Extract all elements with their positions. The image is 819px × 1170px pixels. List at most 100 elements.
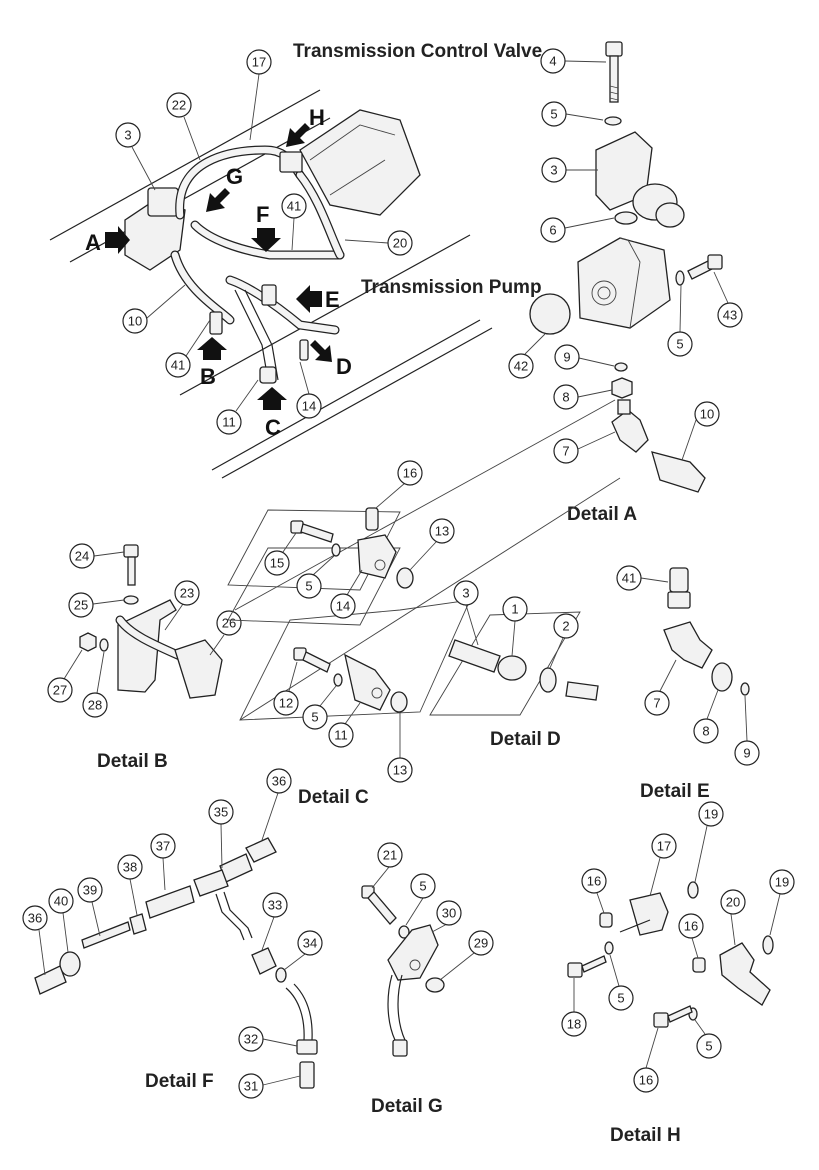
- callout-17-h: 17: [649, 833, 677, 897]
- arrow-a-icon: [105, 226, 130, 254]
- svg-text:41: 41: [287, 199, 301, 214]
- callout-8-pump: 8: [553, 384, 613, 410]
- view-letter-b: B: [200, 364, 216, 389]
- callout-32: 32: [238, 1026, 298, 1052]
- svg-text:6: 6: [549, 223, 556, 238]
- callout-5-h-top: 5: [608, 954, 634, 1011]
- title-detail-b: Detail B: [97, 751, 168, 772]
- detail-b-parts: [79, 544, 223, 699]
- arrow-c-icon: [257, 387, 287, 410]
- svg-text:36: 36: [272, 774, 286, 789]
- svg-text:37: 37: [156, 839, 170, 854]
- callout-35: 35: [208, 799, 234, 869]
- svg-text:7: 7: [562, 444, 569, 459]
- svg-text:1: 1: [511, 602, 518, 617]
- svg-text:5: 5: [705, 1039, 712, 1054]
- svg-text:3: 3: [462, 586, 469, 601]
- svg-text:4: 4: [549, 54, 556, 69]
- callout-31: 31: [238, 1073, 301, 1099]
- svg-text:20: 20: [393, 236, 407, 251]
- callout-24: 24: [69, 543, 125, 569]
- main-assembly: [49, 89, 493, 479]
- callout-16-h-top: 16: [581, 868, 607, 914]
- svg-text:42: 42: [514, 359, 528, 374]
- callout-9-pump: 9: [554, 344, 615, 370]
- title-detail-a: Detail A: [567, 504, 637, 525]
- callout-36-top: 36: [261, 768, 292, 841]
- svg-text:9: 9: [743, 746, 750, 761]
- svg-text:16: 16: [587, 874, 601, 889]
- svg-text:31: 31: [244, 1079, 258, 1094]
- callout-19-right: 19: [769, 869, 795, 936]
- callout-17: 17: [246, 49, 272, 141]
- valve-pump-exploded: [234, 41, 723, 721]
- view-letter-g: G: [226, 164, 243, 189]
- callout-1: 1: [502, 596, 528, 657]
- view-letter-c: C: [265, 415, 281, 440]
- callout-26: 26: [209, 610, 242, 656]
- svg-text:24: 24: [75, 549, 89, 564]
- callout-16-h-bottom: 16: [633, 1027, 659, 1093]
- detail-d-parts: [429, 611, 599, 716]
- callout-5-h-bottom: 5: [694, 1019, 722, 1059]
- callout-7-e: 7: [644, 659, 677, 716]
- callout-3-valve: 3: [541, 157, 598, 183]
- callout-4: 4: [540, 48, 607, 74]
- callout-5-c-bottom: 5: [302, 685, 337, 730]
- callout-13-c-top: 13: [409, 518, 455, 571]
- view-letter-f: F: [256, 202, 269, 227]
- callout-23: 23: [164, 580, 200, 631]
- svg-text:7: 7: [653, 696, 660, 711]
- callout-5-g: 5: [405, 873, 436, 926]
- svg-text:43: 43: [723, 308, 737, 323]
- svg-text:17: 17: [252, 55, 266, 70]
- callout-41-e: 41: [616, 565, 669, 591]
- svg-text:12: 12: [279, 696, 293, 711]
- arrow-e-icon: [296, 285, 322, 313]
- svg-text:5: 5: [550, 107, 557, 122]
- arrow-b-icon: [197, 337, 227, 360]
- svg-text:16: 16: [403, 466, 417, 481]
- callout-10-pump: 10: [681, 401, 720, 461]
- svg-text:9: 9: [563, 350, 570, 365]
- svg-text:23: 23: [180, 586, 194, 601]
- callout-25: 25: [68, 592, 125, 618]
- svg-text:15: 15: [270, 556, 284, 571]
- view-letter-a: A: [85, 230, 101, 255]
- arrow-g-icon: [206, 188, 230, 212]
- callout-36-bottom: 36: [22, 905, 48, 976]
- callout-5-valve: 5: [541, 101, 604, 127]
- callout-5-pump: 5: [667, 284, 693, 357]
- svg-text:5: 5: [311, 710, 318, 725]
- callout-34: 34: [283, 930, 323, 971]
- callout-11-main: 11: [216, 379, 259, 435]
- callout-15: 15: [264, 532, 297, 576]
- view-letter-e: E: [325, 287, 340, 312]
- svg-text:41: 41: [622, 571, 636, 586]
- svg-text:19: 19: [704, 807, 718, 822]
- svg-text:3: 3: [124, 128, 131, 143]
- svg-text:33: 33: [268, 898, 282, 913]
- callout-29: 29: [439, 930, 494, 981]
- callout-43: 43: [713, 271, 743, 328]
- callout-33: 33: [261, 892, 288, 951]
- detail-h-parts: [567, 881, 774, 1028]
- view-letter-h: H: [309, 105, 325, 130]
- callout-6: 6: [540, 217, 615, 243]
- detail-e-parts: [663, 567, 750, 696]
- svg-text:5: 5: [305, 579, 312, 594]
- callout-3: 3: [115, 122, 156, 191]
- svg-text:2: 2: [562, 619, 569, 634]
- callout-3-d: 3: [453, 580, 479, 646]
- svg-text:27: 27: [53, 683, 67, 698]
- callout-5-c-top: 5: [296, 555, 335, 599]
- callout-14-c: 14: [330, 569, 363, 619]
- arrow-f-icon: [251, 228, 281, 252]
- svg-text:38: 38: [123, 860, 137, 875]
- svg-text:22: 22: [172, 98, 186, 113]
- title-detail-c: Detail C: [298, 787, 369, 808]
- svg-text:10: 10: [128, 314, 142, 329]
- callout-10-main: 10: [122, 284, 186, 334]
- detail-c-parts: [227, 507, 471, 721]
